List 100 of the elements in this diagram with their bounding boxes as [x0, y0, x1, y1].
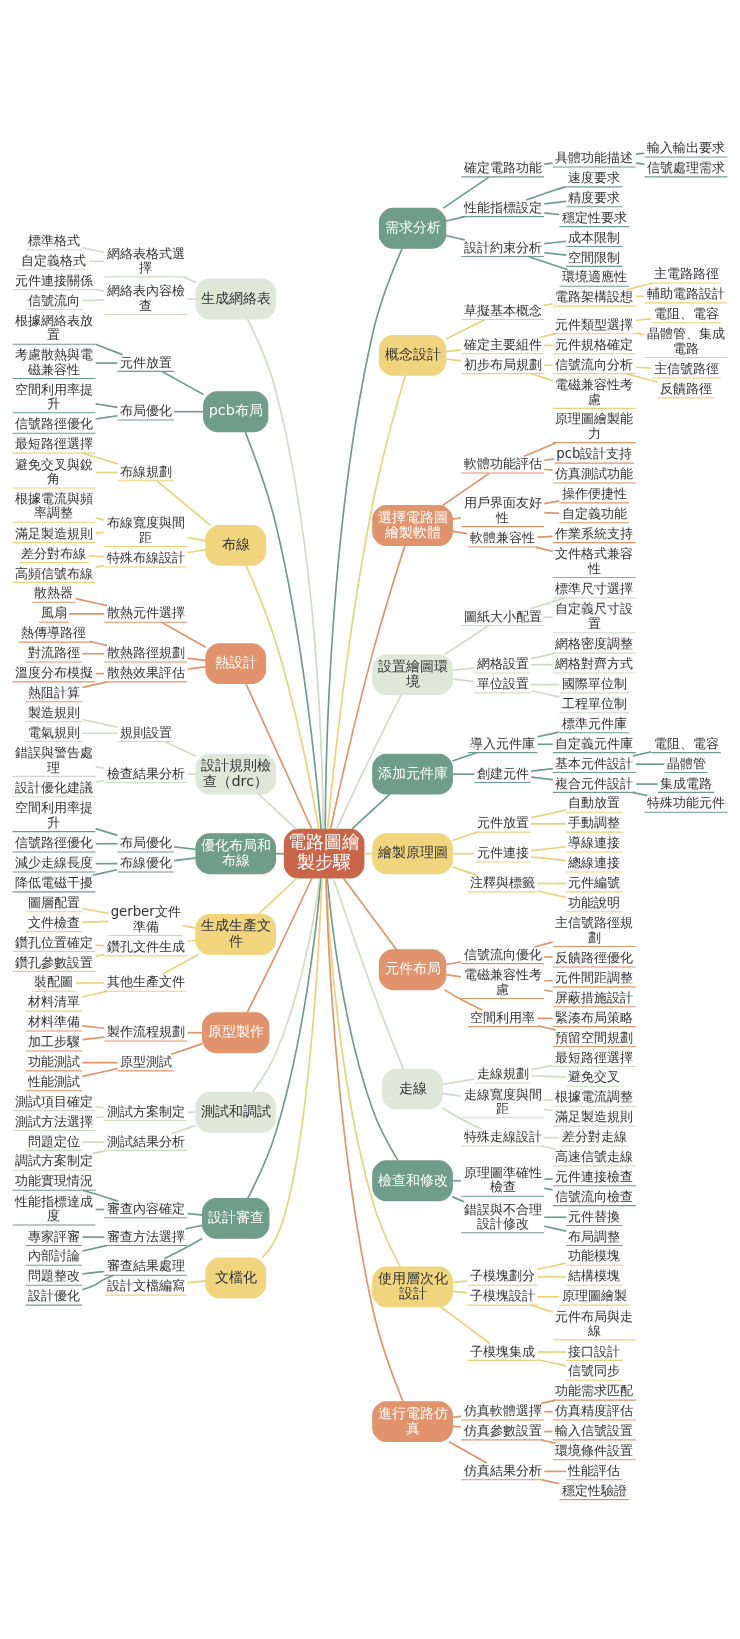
node-text: 網格對齊方式	[555, 655, 634, 671]
node-text: 空間利用率提升	[14, 799, 93, 830]
node-text: 元件類型選擇	[555, 316, 634, 332]
connector	[451, 830, 478, 841]
connector	[184, 1224, 203, 1230]
connector	[443, 988, 484, 1011]
node-text: 根據電流調整	[555, 1088, 634, 1104]
connector	[451, 1415, 462, 1418]
connector	[530, 683, 561, 685]
node-text: 具體功能描述	[555, 149, 634, 165]
connector	[245, 564, 320, 830]
node-box: 布線	[205, 524, 267, 566]
node-text: 避免交叉與銳角	[14, 456, 93, 486]
connector	[543, 499, 561, 504]
node-text: 電阻、電容	[653, 305, 719, 321]
connector	[335, 693, 403, 830]
node-text: 成本限制	[568, 229, 621, 245]
node-text: 信號路徑優化	[14, 415, 93, 431]
node-text: 性能測試	[27, 1073, 80, 1089]
node-text: 製作流程規劃	[106, 1023, 185, 1039]
node-text: 創建元件	[476, 765, 529, 781]
connector	[522, 441, 557, 457]
node-text: 輔助電路設計	[647, 285, 726, 301]
connector	[543, 1098, 554, 1101]
connector	[81, 1273, 115, 1290]
connector	[324, 246, 404, 830]
connector	[186, 772, 197, 775]
connector	[635, 317, 652, 321]
connector	[530, 822, 567, 825]
connector	[246, 876, 322, 1199]
node-text: 原型測試	[119, 1053, 172, 1069]
node-text: 審查結果處理	[106, 1257, 185, 1273]
connector	[161, 953, 200, 975]
node-text: 鑽孔位置確定	[14, 934, 93, 950]
node-text: 子模塊集成	[470, 1342, 536, 1358]
node-text: pcb設計支持	[556, 445, 633, 461]
connector	[88, 640, 108, 646]
connector	[329, 544, 406, 830]
connector	[81, 718, 119, 728]
node-text: 調試方案制定	[14, 1152, 93, 1168]
connector	[445, 973, 462, 978]
node-text: 元件編號	[568, 874, 621, 890]
connector	[543, 1215, 567, 1218]
connector	[81, 298, 106, 301]
connector	[536, 1358, 567, 1367]
node-text: 熱阻計算	[27, 684, 80, 700]
connector	[451, 1279, 469, 1283]
node-text: 功能測試	[27, 1053, 80, 1069]
node-box: 概念設計	[378, 334, 447, 376]
connector	[451, 1424, 462, 1428]
connector	[530, 845, 567, 851]
node-text: 散熱路徑規劃	[106, 644, 185, 660]
connector	[536, 742, 554, 745]
connector	[275, 852, 285, 855]
node-text: 主信號路徑	[653, 360, 719, 376]
connector	[160, 621, 207, 648]
node-text: 錯誤與警告處理	[14, 744, 93, 774]
node-text: 環境條件設置	[555, 1442, 634, 1458]
connector	[535, 545, 554, 552]
node-text: 滿足製造規則	[14, 525, 93, 541]
connector	[245, 682, 313, 830]
node-text: 預留空間規劃	[555, 1029, 634, 1045]
node-text: 反饋路徑優化	[555, 949, 634, 965]
node-text: 輸入輸出要求	[647, 139, 726, 155]
node-text: 標準格式	[27, 232, 80, 248]
node-text: 性能評估	[568, 1462, 621, 1478]
node-box: 走線	[382, 1068, 443, 1109]
connector	[626, 281, 654, 290]
connector	[182, 275, 197, 283]
node-box: 需求分析	[378, 207, 447, 249]
node-box: 測試和調試	[195, 1091, 277, 1133]
node-text: 考慮散熱與電磁兼容性	[14, 346, 93, 377]
node-box: 文檔化	[205, 1257, 267, 1298]
node-box: 生成網絡表	[195, 278, 277, 319]
connector	[81, 1061, 119, 1063]
connector	[543, 1108, 554, 1112]
connector	[530, 808, 567, 819]
connector	[186, 938, 197, 942]
connector	[540, 1478, 561, 1485]
connector	[543, 363, 554, 366]
node-text: 減少走線長度	[14, 854, 93, 870]
connector	[81, 1244, 108, 1252]
node-text: 複合元件設計	[555, 775, 634, 791]
connector	[451, 666, 476, 671]
connector	[246, 876, 313, 1014]
connector	[530, 855, 567, 861]
connector	[81, 1067, 119, 1077]
node-text: 問題整改	[27, 1267, 80, 1283]
node-text: 錯誤與不合理設計修改	[463, 1200, 542, 1231]
node-text: 原理圖繪製能力	[555, 410, 634, 441]
connector	[94, 827, 119, 836]
node-box: 選擇電路圖繪製軟體	[372, 504, 453, 546]
node-box: 熱設計	[205, 642, 267, 684]
node-box: 生成生產文件	[195, 913, 277, 955]
connector	[536, 1295, 561, 1298]
connector	[527, 255, 569, 270]
connector	[533, 940, 554, 948]
node-text: 功能需求匹配	[555, 1382, 634, 1398]
connector	[173, 856, 197, 861]
connector	[94, 471, 119, 473]
